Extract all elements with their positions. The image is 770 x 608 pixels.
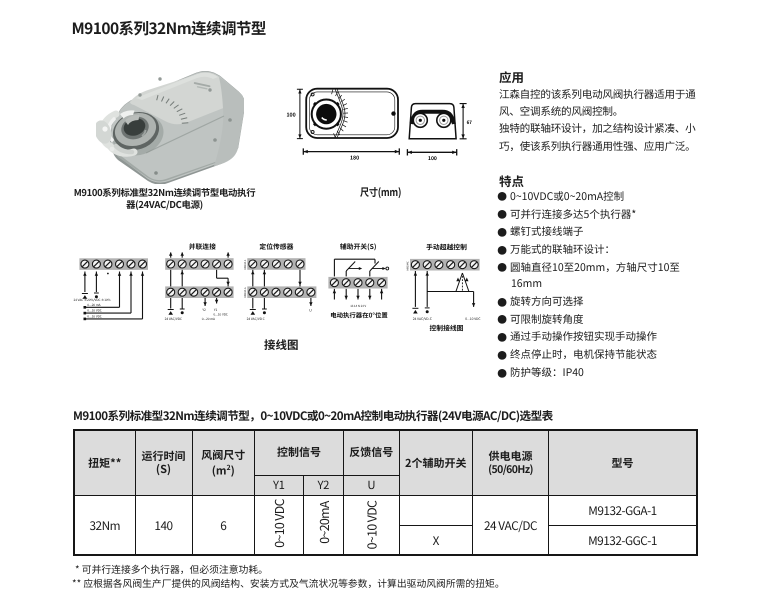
- svg-text:U: U: [309, 308, 312, 313]
- svg-text:辅助开关(S): 辅助开关(S): [340, 241, 377, 251]
- svg-text:24 VAC/VDC: 24 VAC/VDC: [165, 316, 182, 321]
- svg-text:67: 67: [467, 120, 473, 126]
- svg-text:0...10 VDC: 0...10 VDC: [87, 313, 101, 318]
- svg-text:控制接线图: 控制接线图: [430, 323, 464, 333]
- svg-text:电动执行器在0°位置: 电动执行器在0°位置: [330, 311, 388, 320]
- svg-text:100: 100: [287, 111, 296, 118]
- svg-text:24 VAC/VD C: 24 VAC/VD C: [247, 316, 265, 321]
- svg-text:13 14 N 24 V: 13 14 N 24 V: [350, 304, 366, 308]
- svg-text:手动超越控制: 手动超越控制: [426, 242, 467, 252]
- svg-text:24 VAC ±20%/VDC ±10%: 24 VAC ±20%/VDC ±10%: [74, 297, 111, 302]
- svg-text:0...10 VDC: 0...10 VDC: [214, 312, 228, 317]
- svg-text:M9104C: M9104C: [406, 261, 410, 271]
- svg-text:Y2: Y2: [201, 307, 206, 312]
- svg-text:0...10 VDC: 0...10 VDC: [87, 308, 101, 313]
- svg-text:0...20 mA: 0...20 mA: [202, 316, 215, 321]
- svg-text:Y1: Y1: [213, 307, 218, 312]
- svg-text:并联连接: 并联连接: [189, 241, 216, 251]
- svg-text:100: 100: [428, 155, 437, 162]
- svg-text:0...10 VDC: 0...10 VDC: [465, 316, 480, 321]
- svg-text:M9104-1: M9104-1: [243, 259, 247, 269]
- svg-text:180: 180: [350, 155, 359, 162]
- svg-text:24 VAC/VD-C: 24 VAC/VD-C: [413, 316, 432, 321]
- svg-text:0...20 mA: 0...20 mA: [87, 302, 100, 307]
- svg-text:M9104-A: M9104-A: [243, 287, 247, 297]
- svg-text:定位传感器: 定位传感器: [259, 241, 293, 251]
